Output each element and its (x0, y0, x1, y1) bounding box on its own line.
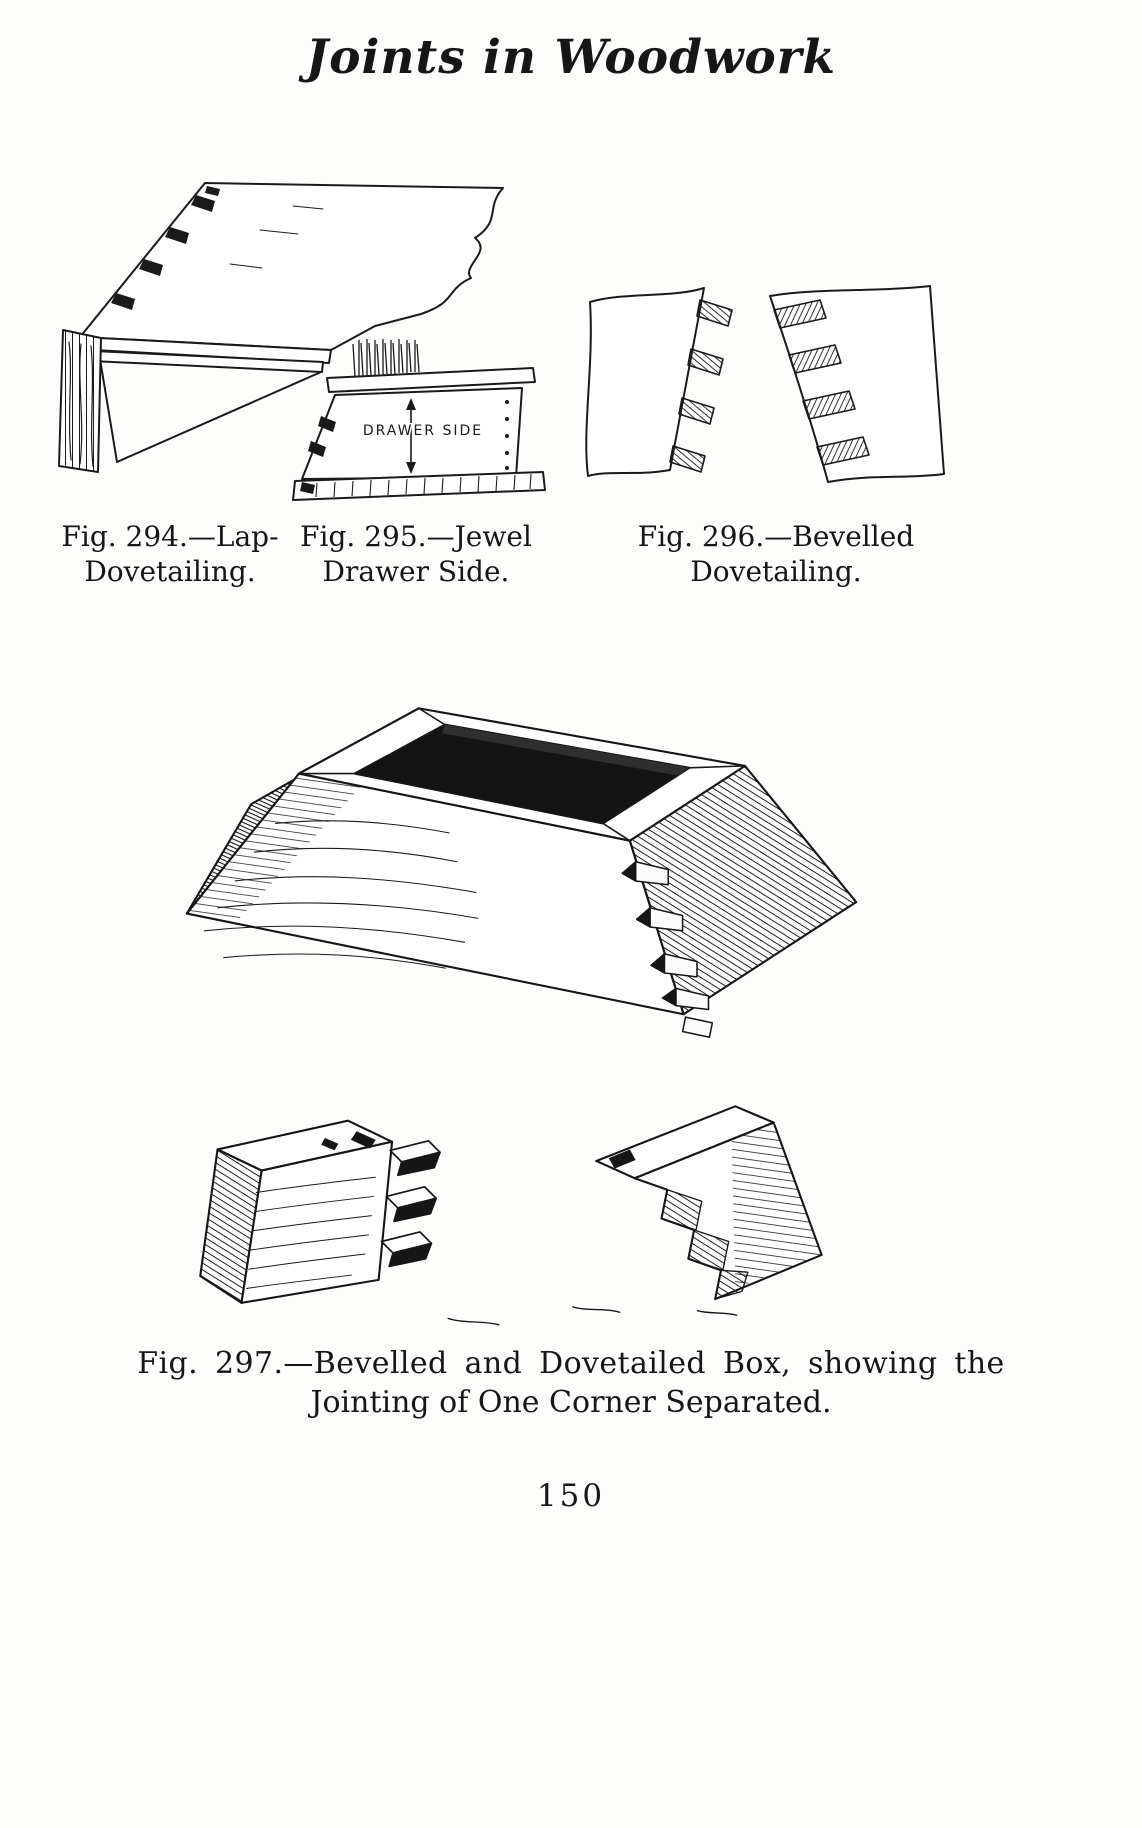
depth-arrow (406, 398, 416, 474)
bevelled-pieces (585, 285, 945, 483)
box-corner-dovetails (621, 861, 714, 1039)
fig297-caption-line1: Fig. 297.—Bevelled and Dovetailed Box, s… (137, 1346, 1005, 1381)
fig294-295-illustration: DRAWER SIDE (58, 182, 546, 501)
page-title: Joints in Woodwork (305, 30, 837, 85)
fig296-caption-line2: Dovetailing. (690, 555, 862, 588)
drawer-side-label: DRAWER SIDE (363, 423, 483, 439)
fig297-illustration (185, 707, 858, 1326)
dovetail-sockets (773, 299, 870, 466)
fig297-caption-line2: Jointing of One Corner Separated. (310, 1385, 832, 1420)
fig295-caption-line2: Drawer Side. (322, 555, 510, 588)
fig296-caption: Fig. 296.—Bevelled Dovetailing. (620, 519, 932, 589)
fig296-caption-line1: Fig. 296.—Bevelled (637, 520, 915, 553)
fig294-caption: Fig. 294.—Lap- Dovetailing. (40, 519, 300, 589)
drawer-side-dovetail-marks (300, 400, 509, 494)
fig294-caption-line1: Fig. 294.—Lap- (61, 520, 279, 553)
fig295-caption-line1: Fig. 295.—Jewel (300, 520, 532, 553)
dovetail-pins (669, 299, 733, 473)
corner-pin-piece (199, 1119, 394, 1304)
page-number: 150 (536, 1478, 606, 1514)
drawer-side-piece (292, 339, 546, 501)
fig296-illustration (585, 285, 945, 483)
fig297-caption: Fig. 297.—Bevelled and Dovetailed Box, s… (96, 1344, 1046, 1422)
separated-pins (380, 1139, 441, 1268)
fig295-caption: Fig. 295.—Jewel Drawer Side. (290, 519, 542, 589)
lap-dovetail-board (58, 182, 504, 473)
dovetail-notches (111, 186, 220, 310)
fig294-caption-line2: Dovetailing. (84, 555, 256, 588)
